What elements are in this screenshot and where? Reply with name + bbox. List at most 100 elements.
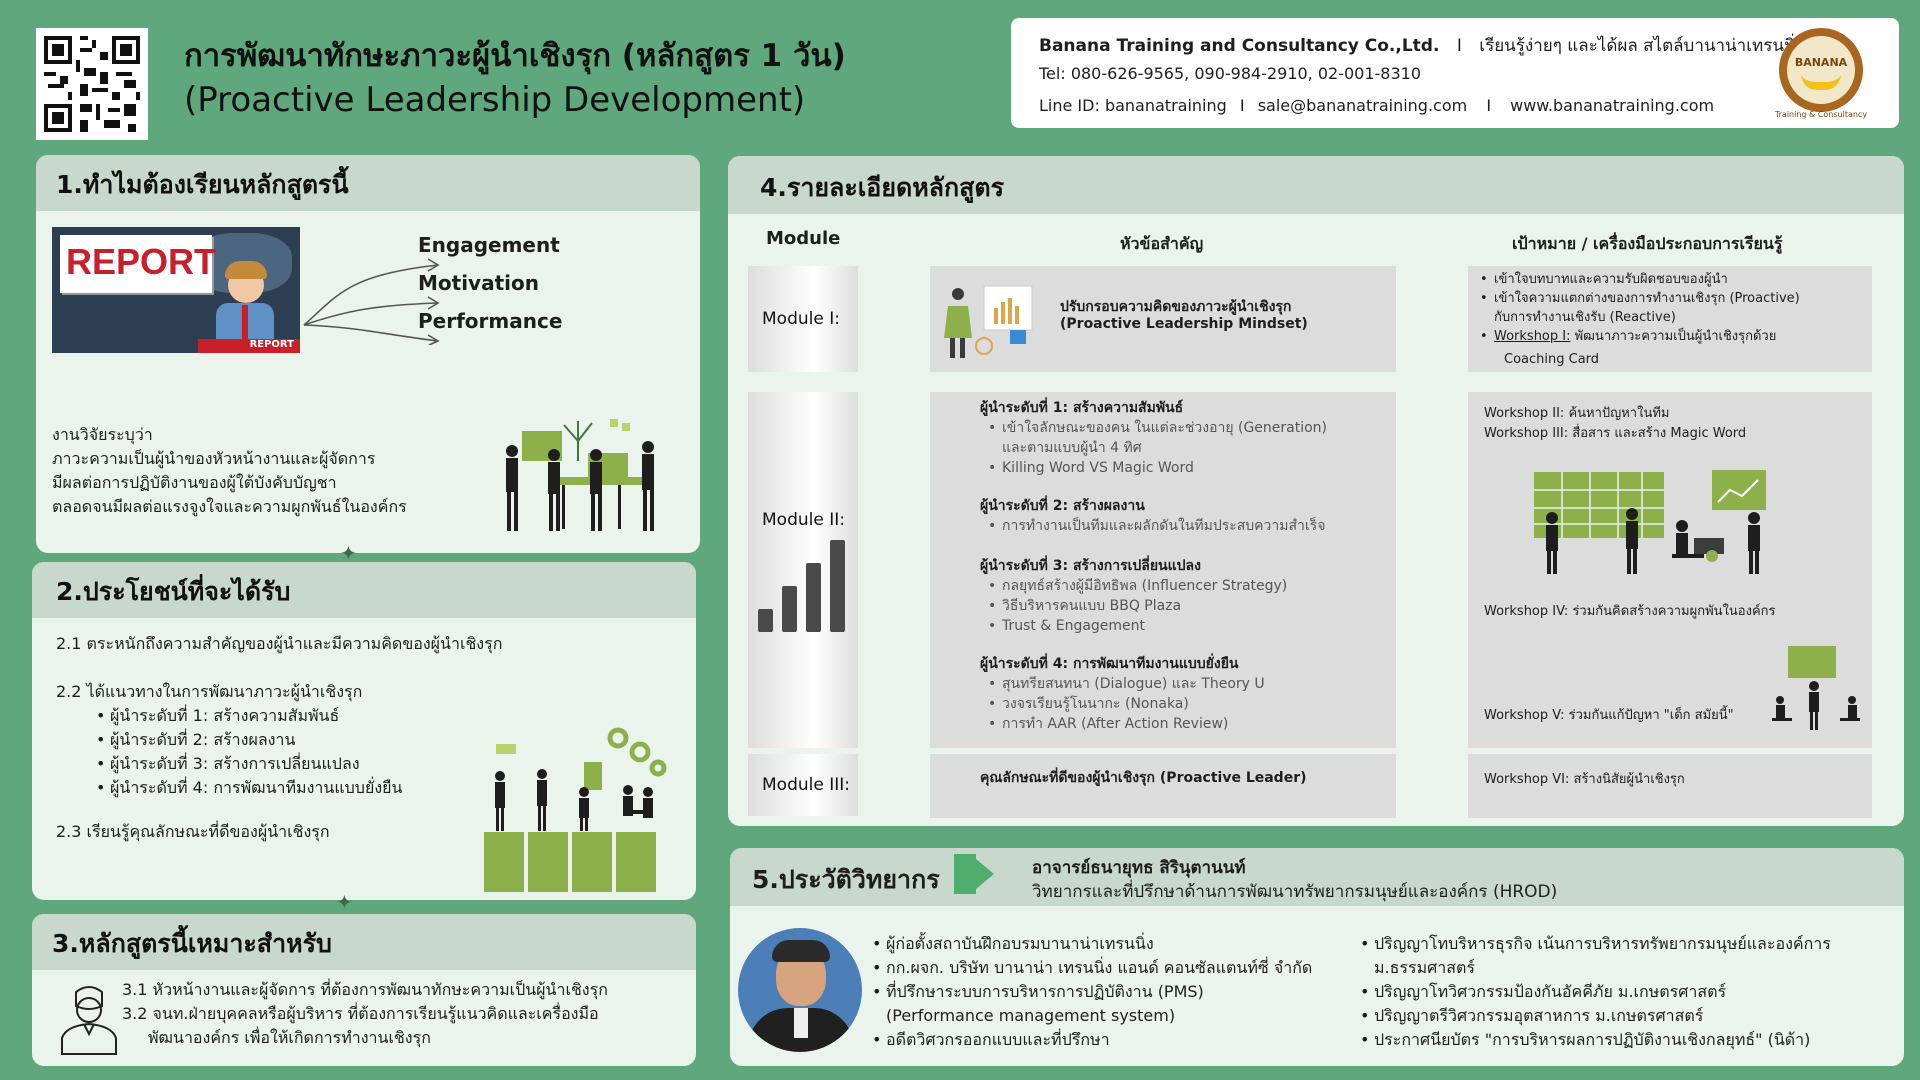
report-banner: REPORT (198, 339, 300, 353)
benefit-2: 2.2 ได้แนวทางในการพัฒนาภาวะผู้นำเชิงรุก (56, 682, 363, 701)
bar-icon-bar (806, 563, 821, 632)
company-website[interactable]: www.bananatraining.com (1510, 96, 1715, 115)
list-item: ผู้นำระดับที่ 1: สร้างความสัมพันธ์ (94, 704, 402, 728)
section-why: 1.ทำไมต้องเรียนหลักสูตรนี้ REPORT REPORT… (36, 155, 700, 553)
list-item: ประกาศนียบัตร "การบริหารผลการปฏิบัติงานเ… (1358, 1028, 1831, 1052)
level-1-list: เข้าใจลักษณะของคน ในแต่ละช่วงอายุ (Gener… (986, 418, 1380, 478)
list-item-continued: กับการทำงานเชิงรับ (Reactive) (1494, 310, 1676, 325)
research-line: มีผลต่อการปฏิบัติงานของผู้ใต้บังคับบัญชา (52, 473, 337, 492)
workshop-6: Workshop VI: สร้างนิสัยผู้นำเชิงรุก (1484, 772, 1685, 787)
module-1-topic-line-1: ปรับกรอบความคิดของภาวะผู้นำเชิงรุก (1060, 299, 1292, 315)
level-2-heading: ผู้นำระดับที่ 2: สร้างผลงาน (980, 498, 1145, 514)
section-why-title: 1.ทำไมต้องเรียนหลักสูตรนี้ (36, 155, 700, 211)
research-line: ตลอดจนมีผลต่อแรงจูงใจและความผูกพันธ์ในอง… (52, 497, 407, 516)
list-item: เข้าใจลักษณะของคน ในแต่ละช่วงอายุ (Gener… (986, 418, 1380, 438)
bar-chart-icon (758, 540, 845, 632)
arrows-icon (303, 258, 440, 345)
target-line-3: พัฒนาองค์กร เพื่อให้เกิดการทำงานเชิงรุก (148, 1028, 431, 1047)
company-line: Line ID: bananatraining (1039, 96, 1227, 115)
team-board-illustration (1534, 470, 1766, 574)
module-1-goal-list: เข้าใจบทบาทและความรับผิดชอบของผู้นำ เข้า… (1478, 270, 1800, 346)
logo-subtitle: Training & Consultancy (1774, 110, 1868, 119)
workshop-5: Workshop V: ร่วมกันแก้ปัญหา "เด็ก สมัยนี… (1484, 708, 1734, 723)
module-1-label: Module I: (748, 266, 858, 372)
section-speaker-title: 5.ประวัติวิทยากร (752, 865, 940, 894)
company-card: Banana Training and Consultancy Co.,Ltd.… (1011, 18, 1899, 128)
list-item: การทำงานเป็นทีมและผลักดันในทีมประสบความส… (986, 516, 1380, 536)
workshop-3: Workshop III: สื่อสาร และสร้าง Magic Wor… (1484, 426, 1747, 441)
research-line: ภาวะความเป็นผู้นำของหัวหน้างานและผู้จัดก… (52, 449, 376, 468)
list-item: ผู้ก่อตั้งสถาบันฝึกอบรมบานาน่าเทรนนิ่ง (870, 932, 1312, 956)
bar-icon-bar (758, 609, 773, 632)
benefit-3: 2.3 เรียนรู้คุณลักษณะที่ดีของผู้นำเชิงรุ… (56, 822, 330, 841)
report-illustration: REPORT REPORT (52, 227, 300, 353)
section-target: 3.หลักสูตรนี้เหมาะสำหรับ 3.1 หัวหน้างานแ… (32, 914, 696, 1066)
list-item: กลยุทธ์สร้างผู้มีอิทธิพล (Influencer Str… (986, 576, 1380, 596)
list-item-continued: ม.ธรรมศาสตร์ (1374, 958, 1476, 977)
speaker-name: อาจารย์ธนายุทธ สิรินุตานนท์ (1032, 858, 1246, 878)
target-line-1: 3.1 หัวหน้างานและผู้จัดการ ที่ต้องการพัฒ… (122, 980, 608, 999)
workshop-1-link[interactable]: Workshop I: (1494, 329, 1571, 344)
section-speaker: 5.ประวัติวิทยากร อาจารย์ธนายุทธ สิรินุตา… (730, 848, 1904, 1066)
separator: I (1239, 96, 1245, 115)
benefit-1: 2.1 ตระหนักถึงความสำคัญของผู้นำและมีความ… (56, 634, 503, 653)
level-1-heading: ผู้นำระดับที่ 1: สร้างความสัมพันธ์ (980, 400, 1184, 416)
list-item: ปริญญาโทบริหารธุรกิจ เน้นการบริหารทรัพยา… (1358, 932, 1831, 956)
company-email[interactable]: sale@bananatraining.com (1257, 96, 1468, 115)
speaker-head-bar (730, 848, 1904, 906)
section-benefits: 2.ประโยชน์ที่จะได้รับ 2.1 ตระหนักถึงความ… (32, 562, 696, 900)
module-3-goal: Workshop VI: สร้างนิสัยผู้นำเชิงรุก (1468, 754, 1872, 818)
separator: I (1456, 36, 1462, 56)
section-details: 4.รายละเอียดหลักสูตร Module หัวข้อสำคัญ … (728, 156, 1904, 826)
company-name: Banana Training and Consultancy Co.,Ltd. (1039, 36, 1440, 56)
separator: I (1486, 96, 1492, 115)
list-item: ผู้นำระดับที่ 4: การพัฒนาทีมงานแบบยั่งยื… (94, 776, 402, 800)
report-sign-text: REPORT (66, 241, 217, 282)
speaker-education-list: ปริญญาโทบริหารธุรกิจ เน้นการบริหารทรัพยา… (1358, 932, 1831, 1052)
keyword-motivation: Motivation (418, 271, 539, 295)
bar-icon-bar (782, 586, 797, 632)
list-item-continued: (Performance management system) (886, 1006, 1176, 1025)
chevron-right-icon (954, 854, 976, 894)
list-item: เข้าใจบทบาทและความรับผิดชอบของผู้นำ (1478, 270, 1800, 289)
page-title-en: (Proactive Leadership Development) (184, 80, 806, 120)
workshop-1-text: พัฒนาภาวะความเป็นผู้นำเชิงรุกด้วย (1570, 329, 1777, 344)
module-2-label-text: Module II: (762, 510, 845, 530)
problem-solving-illustration (1772, 646, 1860, 730)
column-header-topic: หัวข้อสำคัญ (1120, 234, 1204, 253)
module-3-topic: คุณลักษณะที่ดีของผู้นำเชิงรุก (Proactive… (930, 754, 1396, 818)
list-item: ผู้นำระดับที่ 2: สร้างผลงาน (94, 728, 402, 752)
workshop-2: Workshop II: ค้นหาปัญหาในทีม (1484, 406, 1670, 421)
speaker-avatar (738, 928, 862, 1052)
company-tel: Tel: 080-626-9565, 090-984-2910, 02-001-… (1039, 64, 1422, 83)
column-header-goal: เป้าหมาย / เครื่องมือประกอบการเรียนรู้ (1512, 234, 1783, 253)
module-1-topic: ปรับกรอบความคิดของภาวะผู้นำเชิงรุก (Proa… (930, 266, 1396, 372)
level-3-list: กลยุทธ์สร้างผู้มีอิทธิพล (Influencer Str… (986, 576, 1380, 636)
list-item-continued: และตามแบบผู้นำ 4 ทิศ (1002, 440, 1142, 456)
team-meeting-illustration (506, 419, 654, 531)
module-2-goal: Workshop II: ค้นหาปัญหาในทีม Workshop II… (1468, 392, 1872, 748)
list-item: สุนทรียสนทนา (Dialogue) และ Theory U (986, 674, 1380, 694)
list-item: อดีตวิศวกรออกแบบและที่ปรึกษา (870, 1028, 1312, 1052)
list-item: Trust & Engagement (986, 616, 1380, 636)
report-sign: REPORT (60, 235, 216, 293)
logo-text: BANANA (1794, 56, 1848, 69)
list-item: ปริญญาโทวิศวกรรมป้องกันอัคคีภัย ม.เกษตรศ… (1358, 980, 1831, 1004)
list-item: เข้าใจความแตกต่างของการทำงานเชิงรุก (Pro… (1478, 289, 1800, 308)
banana-icon (1801, 74, 1841, 90)
page-title-th: การพัฒนาทักษะภาวะผู้นำเชิงรุก (หลักสูตร … (184, 38, 846, 74)
report-banner-text: REPORT (249, 339, 294, 350)
module-3-label: Module III: (748, 754, 858, 816)
workshop-4: Workshop IV: ร่วมกันคิดสร้างความผูกพันใน… (1484, 604, 1776, 619)
bar-icon-bar (830, 540, 845, 632)
section-target-title: 3.หลักสูตรนี้เหมาะสำหรับ (32, 914, 696, 970)
list-item: Workshop I: พัฒนาภาวะความเป็นผู้นำเชิงรุ… (1478, 327, 1800, 346)
level-4-heading: ผู้นำระดับที่ 4: การพัฒนาทีมงานแบบยั่งยื… (980, 656, 1239, 672)
section-details-title: 4.รายละเอียดหลักสูตร (728, 156, 1904, 214)
list-item: ปริญญาตรีวิศวกรรมอุตสาหการ ม.เกษตรศาสตร์ (1358, 1004, 1831, 1028)
section-benefits-title: 2.ประโยชน์ที่จะได้รับ (32, 562, 696, 618)
module-3-topic-text: คุณลักษณะที่ดีของผู้นำเชิงรุก (Proactive… (980, 770, 1307, 786)
list-item: การทำ AAR (After Action Review) (986, 714, 1380, 734)
reporter-tie (242, 305, 248, 341)
research-text: งานวิจัยระบุว่า ภาวะความเป็นผู้นำของหัวห… (52, 423, 407, 519)
